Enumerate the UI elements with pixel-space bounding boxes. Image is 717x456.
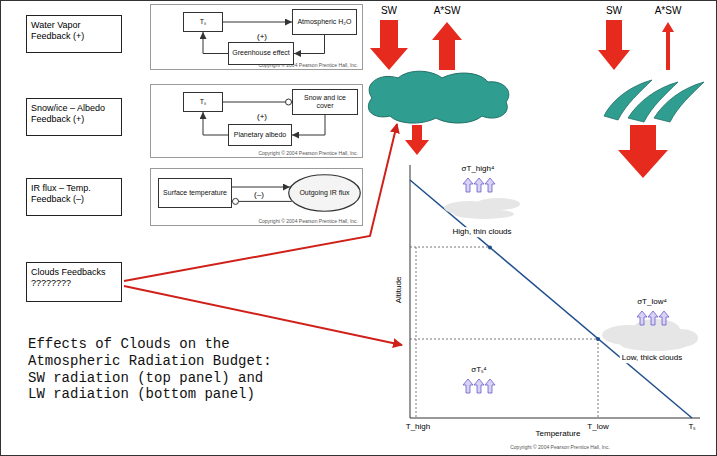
thin-clouds [604, 80, 704, 122]
node-text: Outgoing IR flux [299, 189, 349, 197]
axis-title: Altitude [394, 277, 404, 304]
feedback-box: Clouds Feedbacks ???????? [26, 262, 122, 302]
node-text: Snow/ice – Albedo Feedback (+) [31, 103, 117, 126]
loop-sign: (+) [257, 32, 267, 42]
axis-title: Temperature [536, 429, 581, 439]
process-box: Planetary albedo [228, 124, 292, 146]
node-text: Clouds Feedbacks ???????? [31, 267, 117, 290]
feedback-box: IR flux – Temp. Feedback (–) [26, 178, 122, 216]
reflected-arrow [432, 22, 462, 70]
copyright-note: Copyright © 2004 Pearson Prentice Hall, … [258, 150, 358, 156]
loop-sign: (–) [254, 190, 264, 200]
node-text: Tₛ [200, 98, 206, 106]
flux-label: σT_low⁴ [635, 297, 669, 307]
node-text: Snow and ice cover [296, 94, 354, 110]
node-text: Surface temperature [163, 189, 227, 197]
cloud-label: Low, thick clouds [620, 353, 684, 363]
cloud-label: High, thin clouds [450, 227, 513, 237]
feedback-connector [292, 115, 325, 135]
sw-label: SW [381, 5, 397, 17]
feedback-box: Water Vapor Feedback (+) [26, 15, 122, 53]
process-box: Snow and ice cover [292, 89, 358, 115]
lw-chart [410, 165, 700, 418]
process-box: Atmospheric H₂O [292, 9, 357, 35]
reflected-label: A*SW [655, 5, 682, 17]
feedback-connector [203, 32, 228, 54]
node-text: Planetary albedo [234, 131, 287, 139]
thick-cloud [368, 71, 508, 123]
node-text: Water Vapor Feedback (+) [31, 20, 117, 43]
node-text: Atmospheric H₂O [297, 18, 351, 26]
copyright-note: Copyright © 2004 Pearson Prentice Hall, … [258, 218, 358, 224]
sw-arrow [370, 20, 408, 70]
feedback-connector [232, 187, 290, 188]
process-box: Surface temperature [158, 178, 232, 208]
leader-line [124, 124, 397, 281]
transmitted-arrow [405, 125, 429, 155]
feedback-connector [203, 112, 228, 135]
feedback-connector [223, 102, 292, 103]
reflected-label: A*SW [434, 5, 461, 17]
axis-tick: T_low [587, 422, 608, 432]
copyright-note: Copyright © 2004 Pearson Prentice Hall, … [510, 444, 610, 450]
node-text: IR flux – Temp. Feedback (–) [31, 183, 117, 206]
transmitted-arrow [618, 125, 668, 178]
reflected-arrow [662, 22, 674, 70]
process-box: Tₛ [183, 92, 223, 112]
axis-tick: Tₛ [689, 422, 696, 432]
flux-label: σTₛ⁴ [469, 365, 488, 375]
feedback-connector [232, 201, 292, 202]
node-text: Greenhouse effect [232, 49, 289, 57]
feedback-box: Snow/ice – Albedo Feedback (+) [26, 98, 122, 136]
feedback-connector [294, 35, 325, 54]
process-box: Greenhouse effect [228, 42, 294, 65]
sw-label: SW [606, 5, 622, 17]
loop-sign: (+) [257, 112, 267, 122]
axis-tick: T_high [406, 422, 430, 432]
caption-text: Effects of Clouds on the Atmospheric Rad… [28, 336, 283, 403]
feedback-connector [223, 22, 292, 23]
flux-label: σT_high⁴ [460, 164, 497, 174]
node-text: Tₛ [200, 18, 206, 26]
figure-frame: Copyright © 2004 Pearson Prentice Hall, … [150, 4, 363, 70]
figure-frame: Copyright © 2004 Pearson Prentice Hall, … [150, 84, 363, 158]
sw-arrow [598, 20, 630, 70]
flux-ellipse: Outgoing IR flux [288, 174, 361, 212]
process-box: Tₛ [183, 12, 223, 32]
